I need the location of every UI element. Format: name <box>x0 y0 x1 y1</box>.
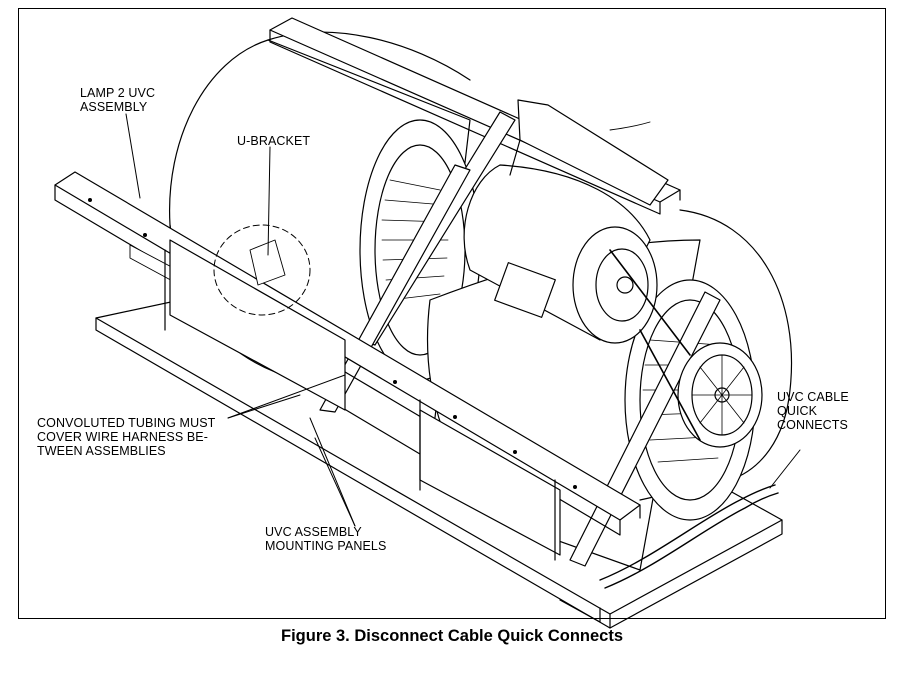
motor <box>463 164 658 344</box>
motor-bracket <box>509 99 669 206</box>
pulley <box>609 249 763 448</box>
figure-caption: Figure 3. Disconnect Cable Quick Connect… <box>281 627 623 645</box>
convoluted-tubing-label: CONVOLUTED TUBING MUST COVER WIRE HARNES… <box>37 416 216 458</box>
leader-lines <box>125 113 801 527</box>
uvc-cable-quick-connects-label: UVC CABLE QUICK CONNECTS <box>777 390 849 432</box>
u-bracket-detail <box>213 224 311 316</box>
lamp-2-uvc-assembly-label: LAMP 2 UVC ASSEMBLY <box>80 86 156 114</box>
mounting-panels <box>164 239 561 561</box>
u-bracket-label: U-BRACKET <box>237 134 311 148</box>
wire-harness <box>599 484 779 589</box>
uvc-assembly-mounting-panels-label: UVC ASSEMBLY MOUNTING PANELS <box>265 525 387 553</box>
